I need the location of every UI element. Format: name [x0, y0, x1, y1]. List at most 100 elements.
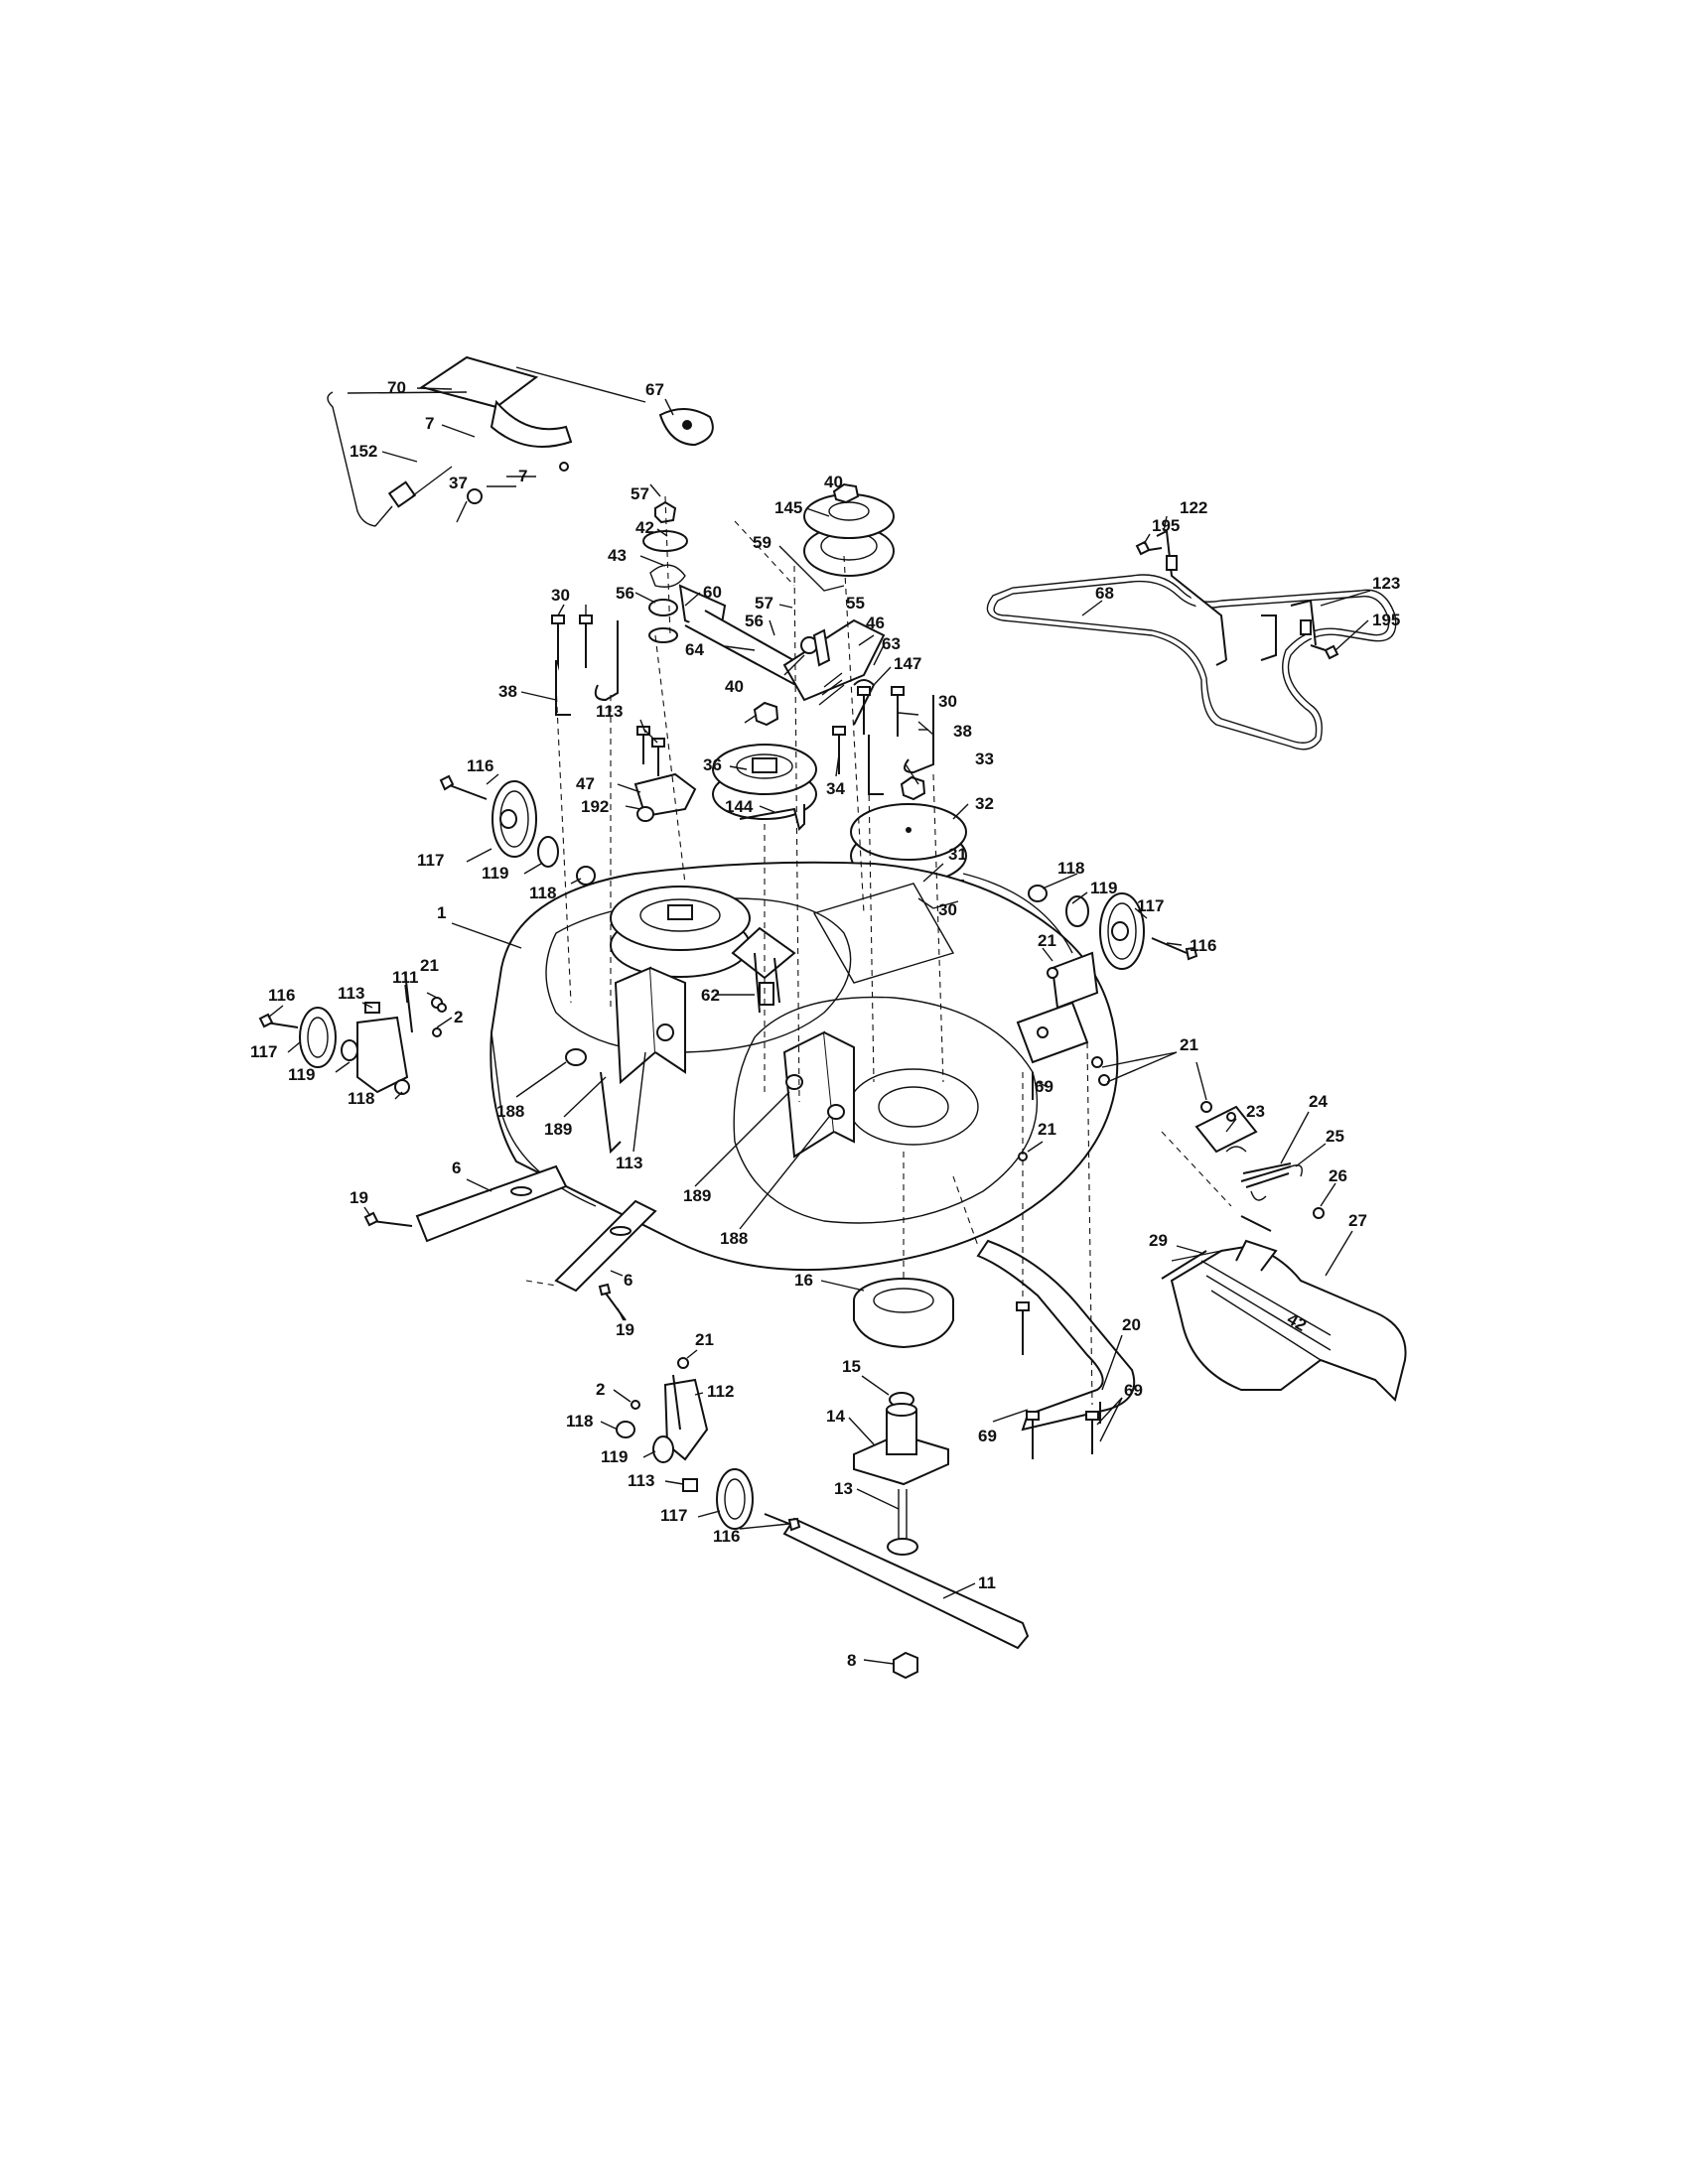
- callout-57: 57: [631, 484, 649, 503]
- callout-60: 60: [703, 583, 722, 602]
- callout-119: 119: [601, 1447, 628, 1466]
- callout-55: 55: [846, 594, 865, 613]
- callout-117: 117: [250, 1042, 277, 1061]
- callout-64: 64: [685, 640, 704, 659]
- spindle-assembly: [782, 1278, 1030, 1680]
- wheel-left-upper: [439, 772, 697, 886]
- callout-21: 21: [1038, 1120, 1056, 1139]
- callout-116: 116: [268, 986, 295, 1005]
- stabilizer-arms: [363, 1164, 657, 1321]
- callout-144: 144: [725, 797, 754, 816]
- callout-19: 19: [616, 1320, 634, 1339]
- callout-21: 21: [420, 956, 439, 975]
- callout-117: 117: [417, 851, 444, 870]
- callout-7: 7: [518, 467, 527, 485]
- callout-38: 38: [498, 682, 517, 701]
- callout-122: 122: [1180, 498, 1207, 517]
- alignment-lines: [525, 495, 1232, 1406]
- wheel-left-front: [258, 972, 443, 1095]
- callout-113: 113: [596, 702, 623, 721]
- callout-70: 70: [387, 378, 406, 397]
- drive-belt: [986, 574, 1397, 751]
- callout-15: 15: [842, 1357, 861, 1376]
- misc-fasteners: [437, 967, 1272, 1280]
- callout-40: 40: [824, 473, 843, 491]
- callout-19: 19: [350, 1188, 368, 1207]
- callout-69: 69: [1035, 1077, 1053, 1096]
- callout-116: 116: [1190, 936, 1216, 955]
- callout-113: 113: [628, 1471, 654, 1490]
- callout-8: 8: [847, 1651, 856, 1670]
- wheel-right-rear: [1028, 885, 1198, 970]
- callout-152: 152: [350, 442, 377, 461]
- callout-195: 195: [1152, 516, 1180, 535]
- callout-113: 113: [338, 984, 364, 1003]
- left-spindle-pulley: [610, 886, 796, 1014]
- callout-189: 189: [683, 1186, 711, 1205]
- callout-14: 14: [826, 1407, 845, 1426]
- callout-189: 189: [544, 1120, 572, 1139]
- belt-guides: [1135, 529, 1339, 666]
- callout-13: 13: [834, 1479, 853, 1498]
- callout-119: 119: [1090, 879, 1117, 897]
- callout-30: 30: [938, 692, 957, 711]
- callout-43: 43: [608, 546, 627, 565]
- callout-145: 145: [774, 498, 802, 517]
- callout-62: 62: [701, 986, 720, 1005]
- callout-117: 117: [660, 1506, 687, 1525]
- callout-31: 31: [948, 845, 967, 864]
- discharge-deflector-assembly: 42: [1170, 1105, 1407, 1402]
- callout-119: 119: [288, 1065, 315, 1084]
- callout-20: 20: [1122, 1315, 1141, 1334]
- callout-37: 37: [449, 474, 468, 492]
- callout-11: 11: [978, 1573, 996, 1592]
- callout-26: 26: [1329, 1166, 1347, 1185]
- callout-117: 117: [1137, 896, 1164, 915]
- rear-side-arm: [976, 1239, 1136, 1459]
- wheel-left-lower: [616, 1357, 801, 1532]
- callout-16: 16: [794, 1271, 813, 1290]
- lift-lever-assembly: [327, 355, 714, 527]
- callout-112: 112: [707, 1382, 734, 1401]
- callout-40: 40: [725, 677, 744, 696]
- deck-rear-bracket: [1016, 951, 1099, 1064]
- callout-33: 33: [975, 750, 994, 768]
- callout-116: 116: [467, 756, 493, 775]
- callout-36: 36: [703, 755, 722, 774]
- callout-42: 42: [635, 518, 654, 537]
- callout-labels: 70 67 7 152 7 37 40 57 145 42 59 43 56 6…: [250, 378, 1400, 1670]
- callout-123: 123: [1372, 574, 1400, 593]
- callout-118: 118: [1057, 859, 1084, 878]
- callout-27: 27: [1348, 1211, 1367, 1230]
- callout-119: 119: [482, 864, 508, 883]
- callout-21: 21: [695, 1330, 714, 1349]
- callout-188: 188: [496, 1102, 524, 1121]
- callout-111: 111: [392, 968, 419, 987]
- callout-24: 24: [1309, 1092, 1328, 1111]
- callout-30: 30: [938, 900, 957, 919]
- callout-63: 63: [882, 634, 901, 653]
- callout-118: 118: [348, 1089, 374, 1108]
- callout-23: 23: [1246, 1102, 1265, 1121]
- callout-7: 7: [425, 414, 434, 433]
- callout-2: 2: [454, 1008, 463, 1026]
- callout-32: 32: [975, 794, 994, 813]
- callout-113: 113: [616, 1154, 642, 1172]
- callout-6: 6: [452, 1159, 461, 1177]
- callout-21: 21: [1038, 931, 1056, 950]
- callout-69: 69: [978, 1427, 997, 1445]
- callout-29: 29: [1149, 1231, 1168, 1250]
- callout-59: 59: [753, 533, 772, 552]
- callout-147: 147: [894, 654, 921, 673]
- callout-69: 69: [1124, 1381, 1143, 1400]
- callout-57: 57: [755, 594, 773, 613]
- callout-118: 118: [529, 884, 556, 902]
- callout-118: 118: [566, 1412, 593, 1431]
- callout-116: 116: [713, 1527, 740, 1546]
- lift-rods: [555, 620, 934, 795]
- callout-68: 68: [1095, 584, 1114, 603]
- callout-21: 21: [1180, 1035, 1198, 1054]
- callout-188: 188: [720, 1229, 748, 1248]
- callout-1: 1: [437, 903, 446, 922]
